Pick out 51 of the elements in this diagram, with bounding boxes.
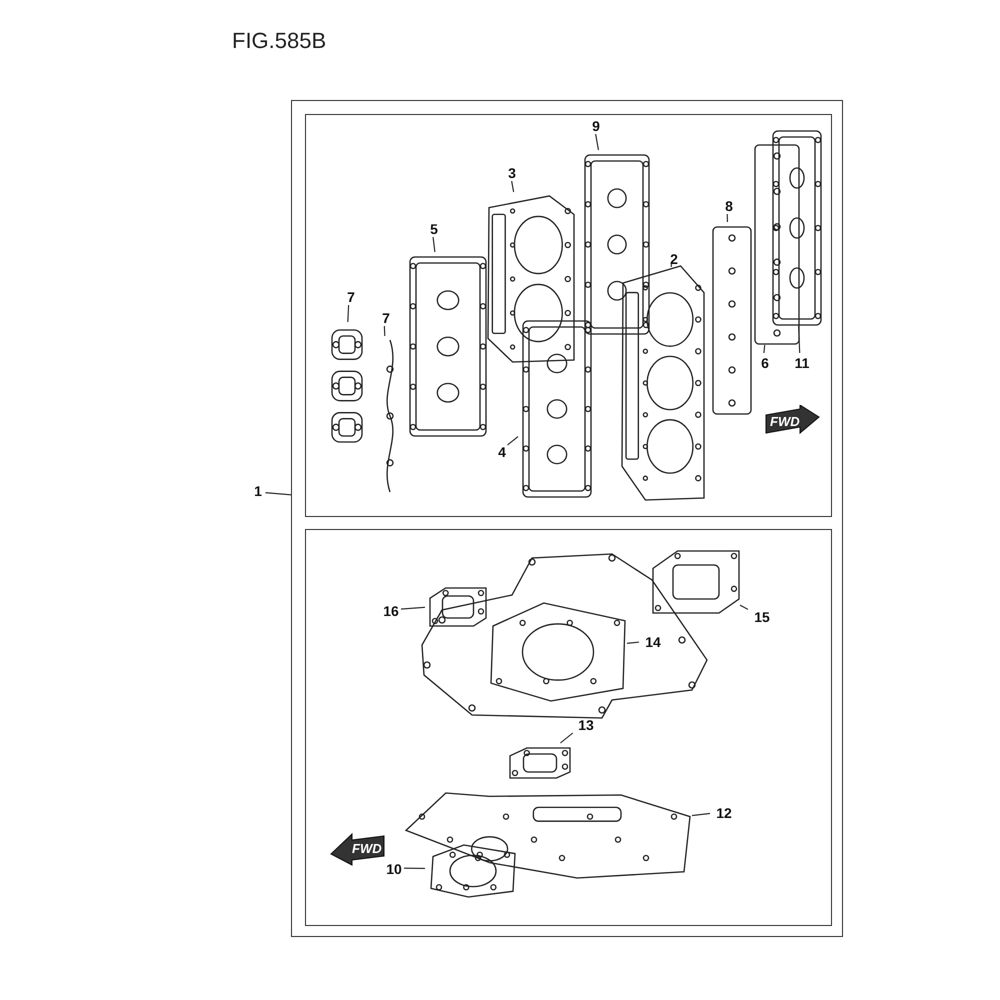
callout-number: 3 xyxy=(504,165,520,183)
callout-number: 7 xyxy=(378,310,394,328)
gasket-drawing xyxy=(770,128,824,328)
gasket-drawing xyxy=(507,745,573,781)
leader-line xyxy=(384,326,386,336)
direction-label: FWD xyxy=(352,842,382,856)
leader-line xyxy=(692,812,710,816)
callout-number: 12 xyxy=(712,805,736,823)
leader-line xyxy=(400,606,426,610)
callout-number: 1 xyxy=(250,483,266,501)
leader-line xyxy=(511,180,514,192)
callout-number: 6 xyxy=(758,355,772,373)
leader-line xyxy=(626,642,640,644)
leader-line xyxy=(265,492,292,496)
panel-frame xyxy=(305,114,832,517)
leader-line xyxy=(432,236,436,252)
leader-line xyxy=(670,262,672,268)
callout-number: 5 xyxy=(426,221,442,239)
gasket-drawing xyxy=(619,264,707,502)
callout-number: 15 xyxy=(750,609,774,627)
callout-number: 9 xyxy=(588,118,604,136)
gasket-drawing xyxy=(485,194,577,364)
leader-line xyxy=(595,134,600,150)
callout-number: 11 xyxy=(790,355,814,373)
callout-number: 16 xyxy=(379,603,403,621)
leader-line xyxy=(726,214,728,222)
gasket-drawing xyxy=(427,585,489,629)
kit-frame xyxy=(291,100,843,937)
callout-number: 4 xyxy=(494,444,510,462)
callout-number: 2 xyxy=(666,251,682,269)
leader-line xyxy=(347,304,350,322)
gasket-drawing xyxy=(710,224,754,417)
callout-number: 7 xyxy=(344,289,358,307)
figure-title: FIG.585B xyxy=(232,28,326,54)
callout-number: 14 xyxy=(641,634,665,652)
direction-label: FWD xyxy=(770,415,800,429)
gasket-drawing xyxy=(407,254,489,439)
gasket-drawing xyxy=(582,152,652,337)
panel-frame xyxy=(305,529,832,926)
leader-line xyxy=(507,436,518,446)
callout-number: 10 xyxy=(382,861,406,879)
leader-line xyxy=(740,604,748,610)
callout-number: 13 xyxy=(574,717,598,735)
leader-line xyxy=(560,732,574,744)
gasket-drawing xyxy=(650,548,742,616)
leader-line xyxy=(798,326,800,354)
leader-line xyxy=(404,868,425,869)
gasket-drawing xyxy=(752,142,802,347)
gasket-drawing xyxy=(520,318,594,500)
callout-number: 8 xyxy=(722,198,736,216)
leader-line xyxy=(763,344,766,354)
